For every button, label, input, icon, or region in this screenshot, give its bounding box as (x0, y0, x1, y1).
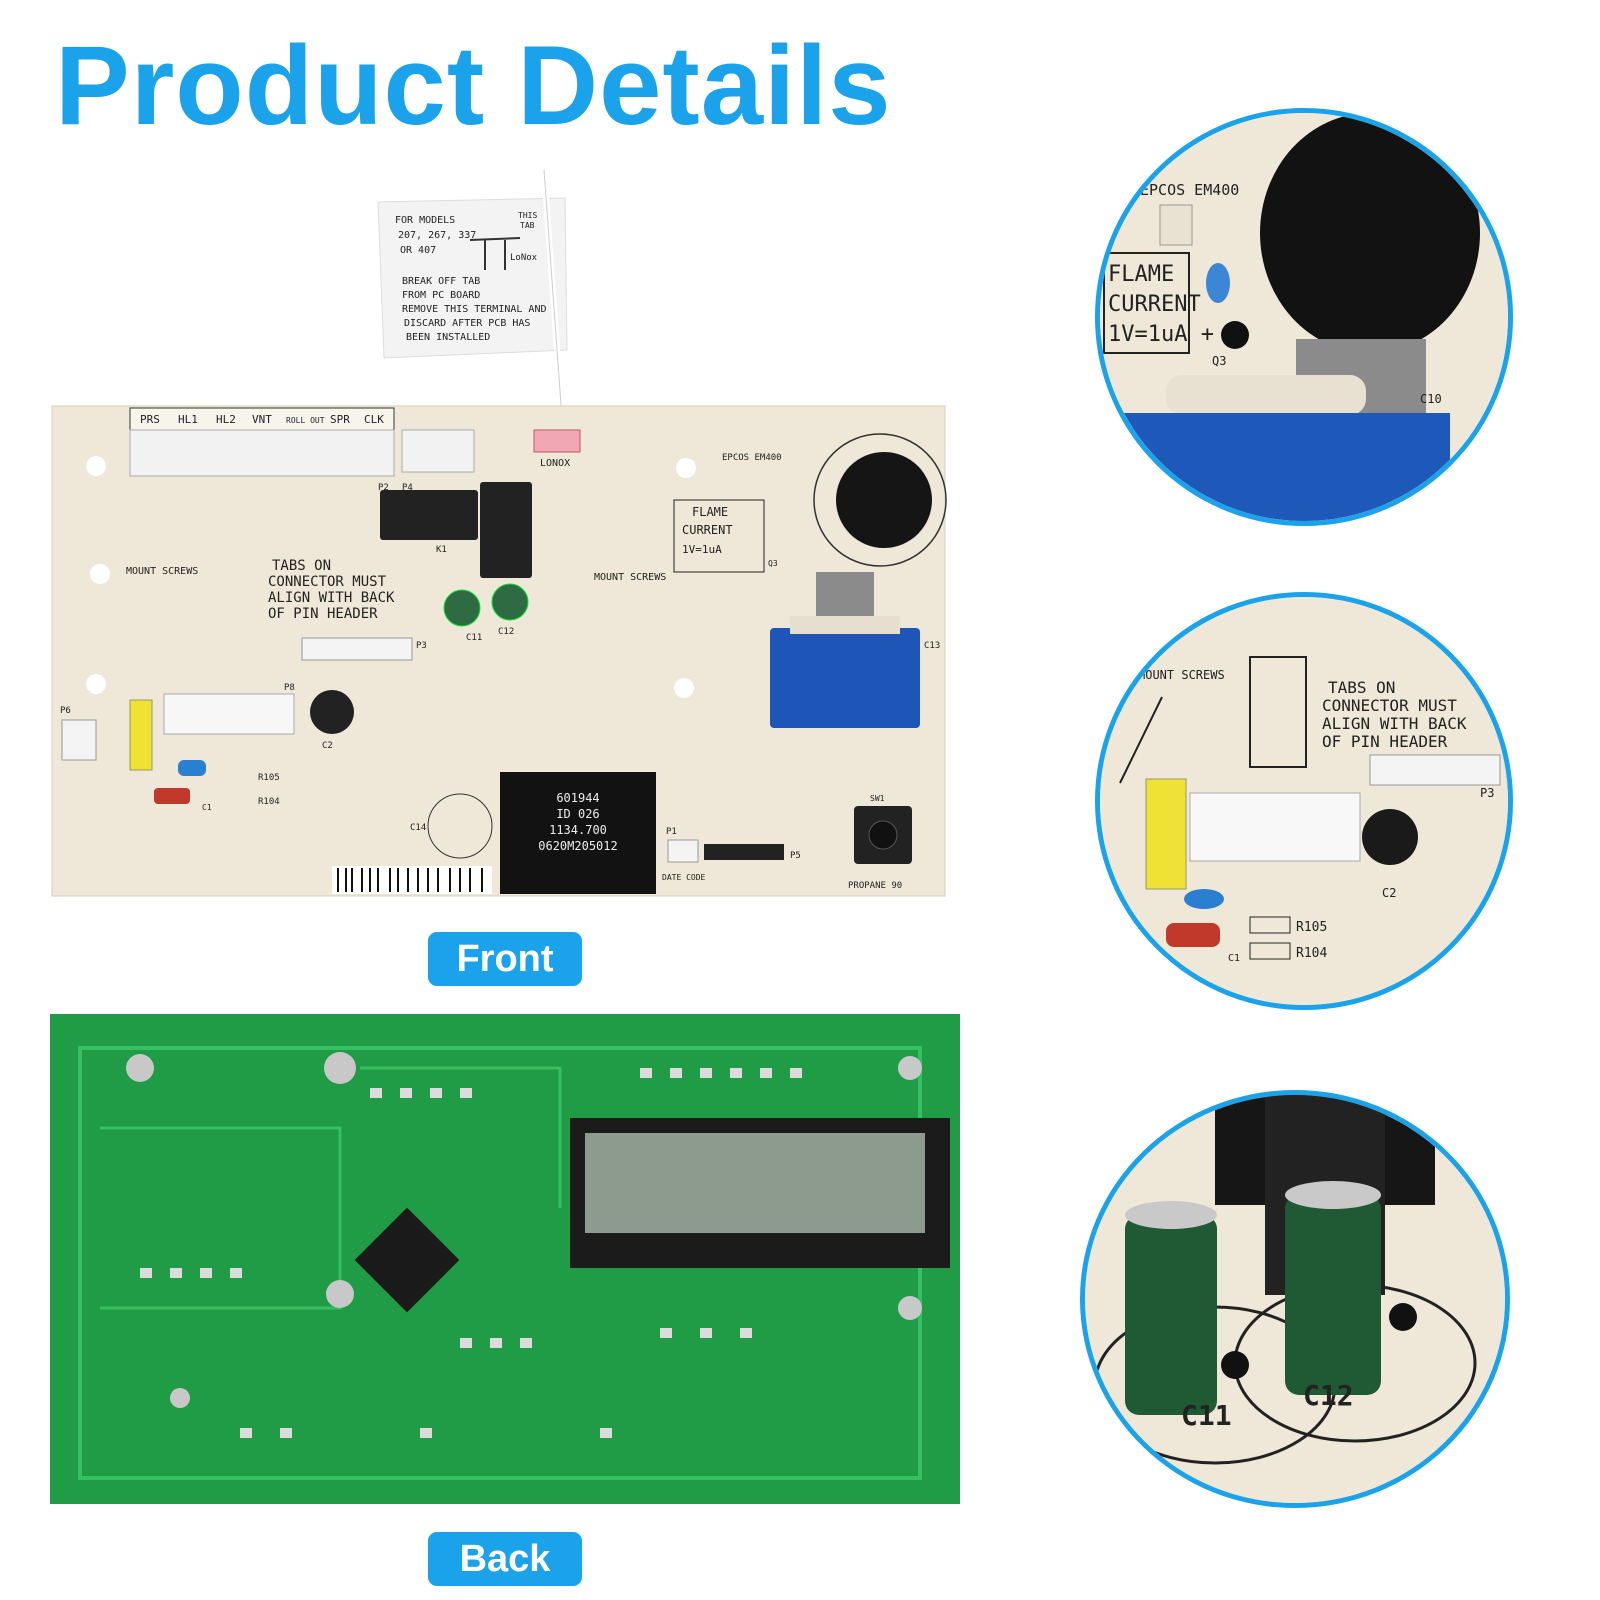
zoom1-line-1: FLAME (1108, 262, 1174, 287)
tabs-note-3: ALIGN WITH BACK (268, 590, 395, 606)
front-board-image: FOR MODELS 207, 267, 337 OR 407 BREAK OF… (51, 169, 947, 897)
flame-line-2: CURRENT (682, 523, 733, 537)
label-p2: P2 (378, 483, 389, 493)
zoom1-q3: Q3 (1212, 354, 1226, 368)
tag-line-2: 207, 267, 337 (398, 230, 476, 241)
zoom3-image: C11 C12 (1085, 1095, 1505, 1503)
zoom2-tabs-2: CONNECTOR MUST (1322, 696, 1457, 715)
tag-brand: LoNox (510, 253, 538, 263)
label-r104: R104 (258, 797, 280, 807)
tag-corner-1: THIS (518, 211, 537, 220)
zoom2-tabs-3: ALIGN WITH BACK (1322, 714, 1467, 733)
tag-line-1: FOR MODELS (395, 215, 455, 226)
conn-label-hl2: HL2 (216, 413, 236, 426)
tabs-note-2: CONNECTOR MUST (268, 574, 387, 590)
label-p8: P8 (284, 683, 295, 693)
mount-screws-left: MOUNT SCREWS (126, 566, 198, 577)
mount-screws-right: MOUNT SCREWS (594, 572, 666, 583)
epcos-label: EPCOS EM400 (722, 453, 782, 463)
zoom3-c12: C12 (1303, 1379, 1354, 1412)
zoom2-tabs-1: TABS ON (1328, 678, 1395, 697)
label-c12: C12 (498, 627, 514, 637)
tag-line-8: BEEN INSTALLED (406, 332, 490, 343)
tag-flag: FOR MODELS 207, 267, 337 OR 407 BREAK OF… (377, 169, 568, 447)
conn-label-clk: CLK (364, 413, 384, 426)
label-p3: P3 (416, 641, 427, 651)
label-q3: Q3 (768, 559, 778, 568)
zoom1-line-3: 1V=1uA + (1108, 322, 1214, 347)
conn-label-roll-out: ROLL OUT (286, 416, 325, 425)
conn-label-hl1: HL1 (178, 413, 198, 426)
label-c2: C2 (322, 741, 333, 751)
zoom-circle-capacitors: C11 C12 (1080, 1090, 1510, 1508)
label-c11: C11 (466, 633, 482, 643)
zoom2-p3: P3 (1480, 786, 1494, 800)
label-p1: P1 (666, 827, 677, 837)
label-r105: R105 (258, 773, 280, 783)
label-sw1: SW1 (870, 794, 885, 803)
tag-corner-2: TAB (520, 221, 535, 230)
chip-line-3: 1134.700 (549, 823, 607, 837)
tag-line-5: FROM PC BOARD (402, 290, 480, 301)
tag-line-4: BREAK OFF TAB (402, 276, 480, 287)
chip-line-4: 0620M205012 (538, 839, 617, 853)
flame-line-3: 1V=1uA (682, 543, 722, 556)
front-label: Front (428, 932, 582, 986)
label-lonox: LONOX (540, 458, 570, 469)
zoom-circle-flame-sensor: EPCOS EM400 FLAME CURRENT 1V=1uA + Q3 C1… (1095, 108, 1513, 526)
zoom2-c2: C2 (1382, 886, 1396, 900)
label-p4: P4 (402, 483, 413, 493)
zoom1-line-2: CURRENT (1108, 292, 1201, 317)
back-label: Back (428, 1532, 582, 1586)
label-date-code: DATE CODE (662, 873, 706, 882)
tabs-note-1: TABS ON (272, 558, 331, 574)
zoom2-r104: R104 (1296, 946, 1327, 961)
conn-label-vnt: VNT (252, 413, 272, 426)
zoom-circle-connectors: MOUNT SCREWS TABS ON CONNECTOR MUST ALIG… (1095, 592, 1513, 1010)
tabs-note-4: OF PIN HEADER (268, 606, 378, 622)
tag-line-7: DISCARD AFTER PCB HAS (404, 318, 530, 329)
zoom1-image: EPCOS EM400 FLAME CURRENT 1V=1uA + Q3 C1… (1100, 113, 1508, 521)
zoom2-mount: MOUNT SCREWS (1138, 668, 1225, 682)
label-c13: C13 (924, 641, 940, 651)
label-c14: C14 (410, 823, 426, 833)
zoom1-epcos: EPCOS EM400 (1140, 181, 1239, 199)
label-p6: P6 (60, 706, 71, 716)
back-board-image (50, 1014, 960, 1504)
zoom2-tabs-4: OF PIN HEADER (1322, 732, 1448, 751)
label-propane: PROPANE 90 (848, 881, 902, 891)
zoom2-image: MOUNT SCREWS TABS ON CONNECTOR MUST ALIG… (1100, 597, 1508, 1005)
label-c1: C1 (202, 803, 212, 812)
conn-label-spr: SPR (330, 413, 350, 426)
page-title: Product Details (55, 23, 892, 148)
label-p5: P5 (790, 851, 801, 861)
label-k1: K1 (436, 545, 447, 555)
zoom2-c1: C1 (1228, 953, 1240, 964)
zoom1-c10: C10 (1420, 392, 1442, 406)
chip-line-2: ID 026 (556, 807, 599, 821)
tag-line-6: REMOVE THIS TERMINAL AND (402, 304, 547, 315)
zoom3-c11: C11 (1181, 1399, 1232, 1432)
tag-line-3: OR 407 (400, 245, 436, 256)
chip-line-1: 601944 (556, 791, 599, 805)
top-connector-row: PRS HL1 HL2 VNT ROLL OUT SPR CLK P2 P4 (129, 407, 475, 493)
zoom2-r105: R105 (1296, 920, 1327, 935)
conn-label-prs: PRS (140, 413, 160, 426)
flame-line-1: FLAME (692, 505, 728, 519)
